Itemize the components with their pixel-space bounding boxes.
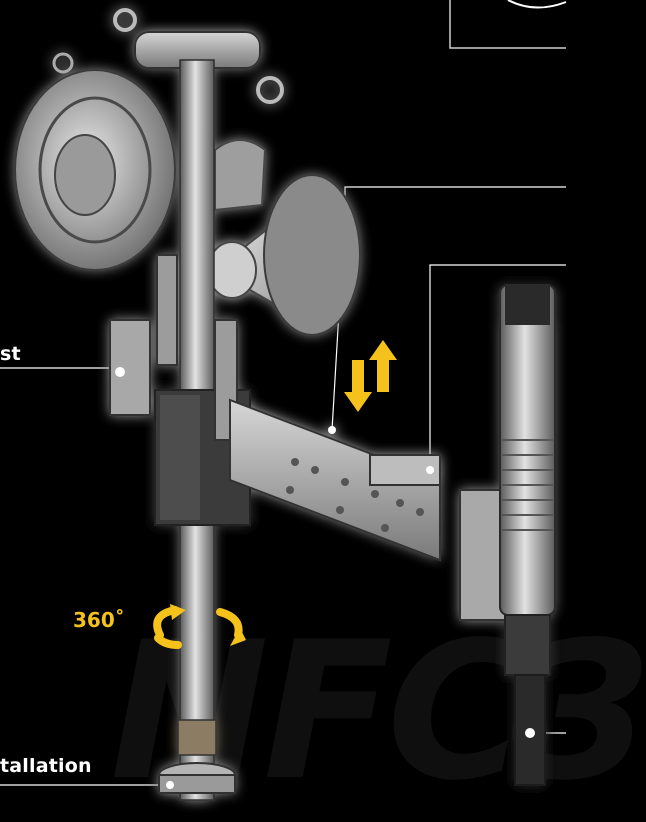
machine-drawing [0, 0, 567, 801]
up-down-arrows-icon [344, 340, 397, 412]
callout-label-bottom-left: tallation [0, 755, 92, 777]
nutrunner-tool [499, 284, 556, 616]
callout-line-box [429, 264, 566, 470]
callout-label-left: st [0, 343, 21, 365]
tool-mount [459, 489, 506, 621]
rotation-degrees: 360˚ [73, 608, 125, 632]
callout-box [449, 0, 566, 49]
support-arm [229, 398, 441, 562]
callout-box-circle [507, 0, 567, 9]
callout-line-left [0, 367, 123, 373]
